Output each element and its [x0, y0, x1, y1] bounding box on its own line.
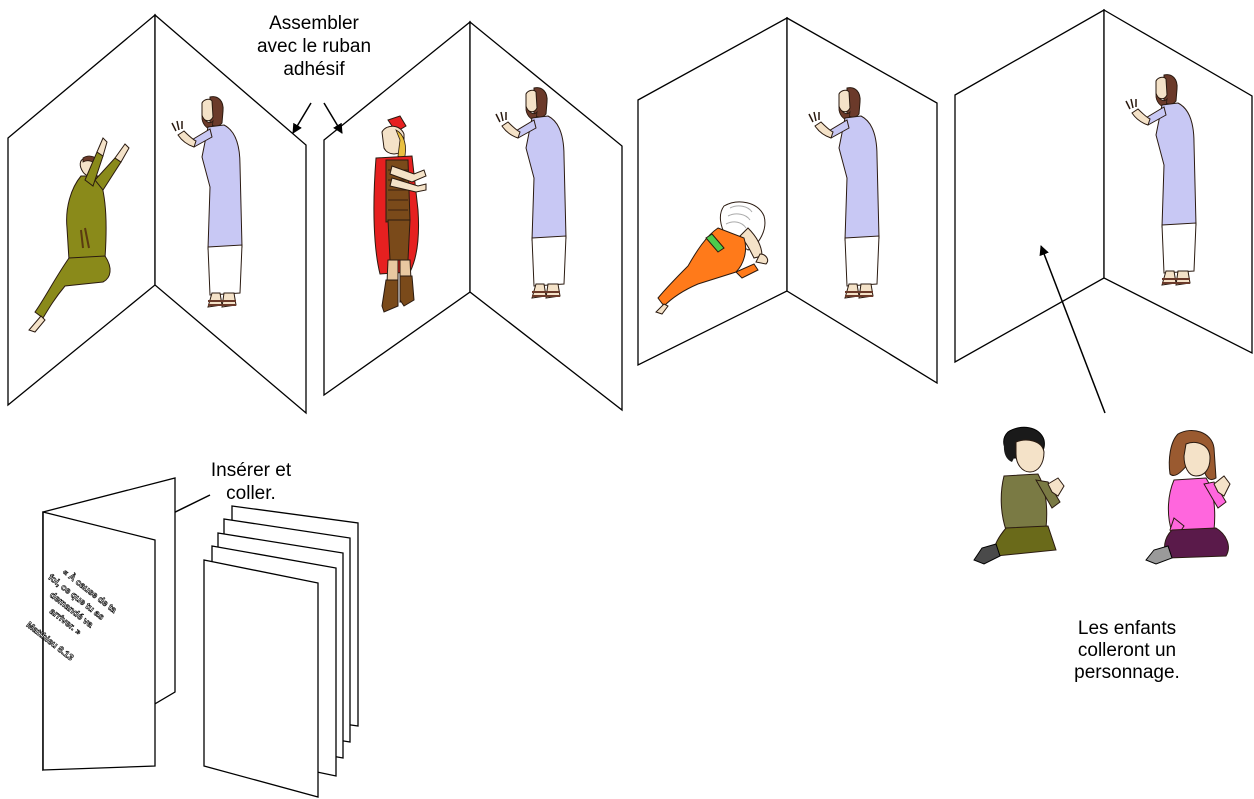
tape-arrows: [293, 103, 342, 133]
praying-boy-icon: [974, 427, 1064, 564]
tape-instruction-label: Assembler avec le ruban adhésif: [256, 12, 372, 81]
tape-line-1: Assembler: [256, 12, 372, 35]
children-line-2: colleront un: [1052, 640, 1202, 662]
insert-line-1: Insérer et: [208, 459, 294, 482]
panel-4: [955, 10, 1252, 362]
tape-line-2: avec le ruban: [256, 35, 372, 58]
children-line-1: Les enfants: [1052, 618, 1202, 640]
praying-girl-icon: [1146, 430, 1230, 564]
children-line-3: personnage.: [1052, 662, 1202, 684]
folding-strip: [8, 10, 1252, 413]
insert-line-2: coller.: [208, 482, 294, 505]
children-instruction-label: Les enfants colleront un personnage.: [1052, 618, 1202, 684]
tape-line-3: adhésif: [256, 58, 372, 81]
booklet-cover: « À cause de ta foi, ce que tu as demand…: [15, 478, 175, 770]
panel-3: [638, 18, 937, 383]
folded-booklet-icon: [204, 506, 358, 797]
insert-instruction-label: Insérer et coller.: [208, 459, 294, 505]
